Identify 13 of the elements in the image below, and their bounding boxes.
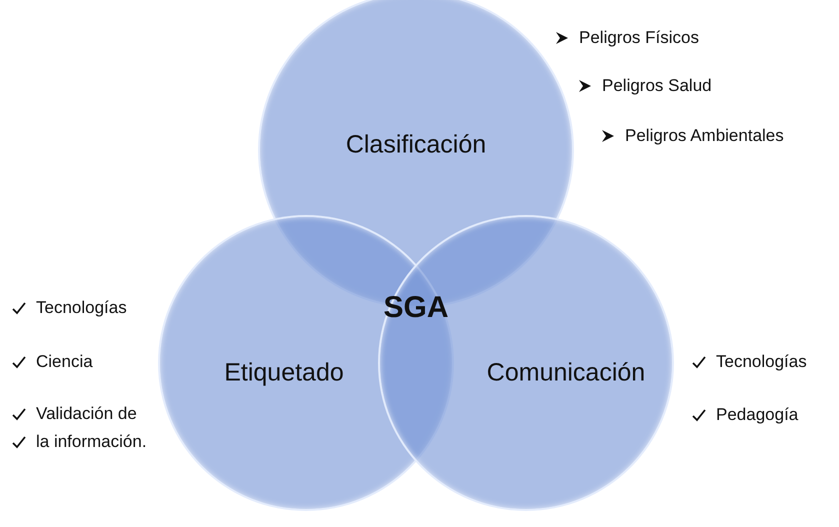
list-item: Peligros Ambientales — [625, 126, 784, 146]
center-label: SGA — [384, 291, 448, 325]
list-item: Peligros Salud — [602, 76, 712, 96]
list-item: Tecnologías — [716, 352, 807, 372]
circle-label: Clasificación — [346, 130, 486, 160]
list-item: la información. — [36, 432, 147, 452]
list-item: Ciencia — [36, 352, 93, 372]
circle-label: Etiquetado — [224, 358, 344, 388]
list-item: Validación de — [36, 404, 137, 424]
list-item: Pedagogía — [716, 405, 798, 425]
circle-label: Comunicación — [486, 358, 646, 388]
list-item: Tecnologías — [36, 298, 127, 318]
list-item: Peligros Físicos — [579, 28, 699, 48]
